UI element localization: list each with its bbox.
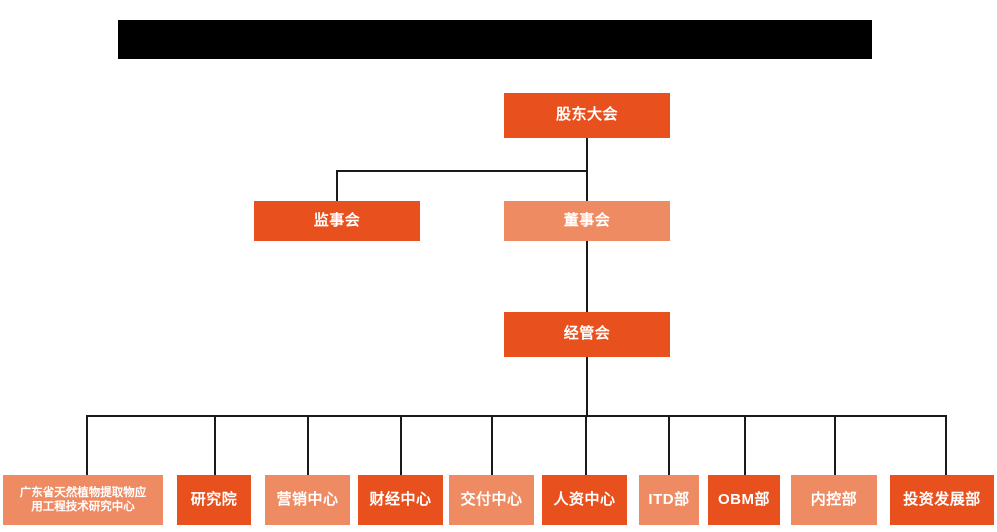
node-board-of-directors[interactable]: 董事会 <box>504 201 670 241</box>
node-label: 经管会 <box>563 325 611 343</box>
node-management-committee[interactable]: 经管会 <box>504 312 670 357</box>
node-dept-hr-center[interactable]: 人资中心 <box>542 475 627 525</box>
node-dept-internal-control[interactable]: 内控部 <box>791 475 877 525</box>
connector-l3-down <box>586 357 588 415</box>
node-dept-investment-development[interactable]: 投资发展部 <box>890 475 994 525</box>
node-label: 交付中心 <box>460 490 523 508</box>
connector-dept-drop-3 <box>307 415 309 475</box>
node-label: 内控部 <box>810 490 858 508</box>
node-label: 董事会 <box>563 211 611 229</box>
connector-dept-drop-5 <box>491 415 493 475</box>
node-label: 监事会 <box>313 211 361 229</box>
node-dept-rd-center[interactable]: 广东省天然植物提取物应 用工程技术研究中心 <box>3 475 163 525</box>
connector-l1-down <box>586 138 588 171</box>
connector-dept-drop-4 <box>400 415 402 475</box>
node-label: 人资中心 <box>553 490 616 508</box>
node-dept-marketing-center[interactable]: 营销中心 <box>265 475 350 525</box>
node-dept-finance-center[interactable]: 财经中心 <box>358 475 443 525</box>
node-dept-itd[interactable]: ITD部 <box>639 475 699 525</box>
connector-dept-drop-6 <box>585 415 587 475</box>
connector-dept-drop-7 <box>668 415 670 475</box>
node-label-line-1: 广东省天然植物提取物应 <box>19 486 147 499</box>
node-label: ITD部 <box>648 490 690 508</box>
connector-dept-drop-1 <box>86 415 88 475</box>
connector-l2-bus <box>336 170 588 172</box>
connector-dept-drop-2 <box>214 415 216 475</box>
node-dept-research-institute[interactable]: 研究院 <box>177 475 251 525</box>
connector-dept-drop-9 <box>834 415 836 475</box>
node-label: 投资发展部 <box>903 490 981 508</box>
node-label: 研究院 <box>190 490 238 508</box>
connector-l2-right <box>586 170 588 201</box>
node-shareholders-meeting[interactable]: 股东大会 <box>504 93 670 138</box>
node-dept-delivery-center[interactable]: 交付中心 <box>449 475 534 525</box>
node-label: OBM部 <box>718 490 770 508</box>
connector-l2-left <box>336 170 338 201</box>
node-label: 财经中心 <box>369 490 432 508</box>
connector-dept-drop-10 <box>945 415 947 475</box>
connector-dept-drop-8 <box>744 415 746 475</box>
node-label-line-2: 用工程技术研究中心 <box>31 501 135 513</box>
redacted-title-bar <box>118 20 872 59</box>
node-board-of-supervisors[interactable]: 监事会 <box>254 201 420 241</box>
node-label: 股东大会 <box>555 106 618 124</box>
node-dept-obm[interactable]: OBM部 <box>708 475 780 525</box>
node-label: 营销中心 <box>276 490 339 508</box>
connector-l2-to-l3 <box>586 241 588 312</box>
connector-dept-bus <box>86 415 946 417</box>
